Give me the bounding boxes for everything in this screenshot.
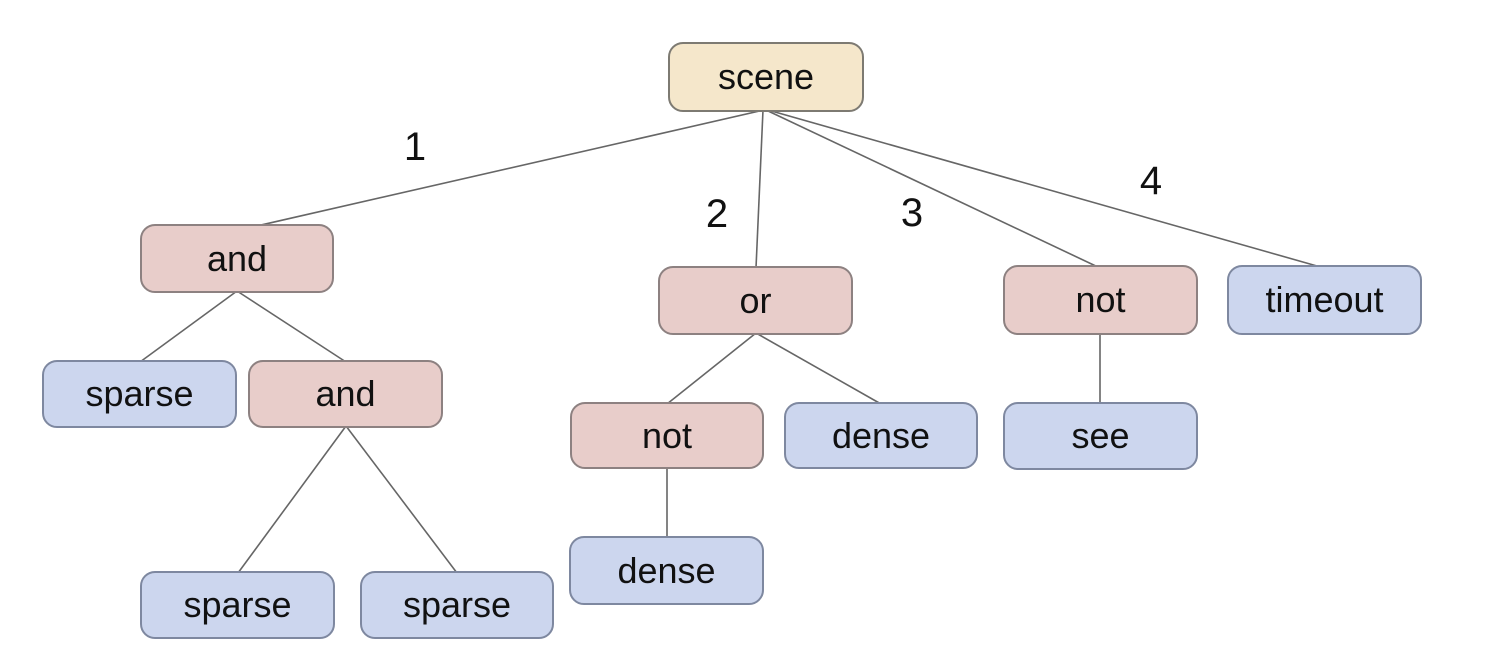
edge-and-2--sparse-2 bbox=[237, 425, 347, 574]
edge-or-1--not-2 bbox=[666, 332, 757, 405]
node-and-2: and bbox=[248, 360, 443, 428]
node-timeout: timeout bbox=[1227, 265, 1422, 335]
node-sparse-2: sparse bbox=[140, 571, 335, 639]
edge-and-2--sparse-3 bbox=[345, 425, 458, 574]
node-scene: scene bbox=[668, 42, 864, 112]
edge-label-2: 2 bbox=[705, 192, 729, 236]
edge-label-1: 1 bbox=[403, 125, 427, 169]
edge-or-1--dense-1 bbox=[755, 332, 882, 405]
edge-label-3: 3 bbox=[900, 191, 924, 235]
edge-scene--and-1 bbox=[247, 109, 765, 229]
node-and-1: and bbox=[140, 224, 334, 293]
node-dense-2: dense bbox=[569, 536, 764, 605]
edge-scene--not-1 bbox=[765, 109, 1101, 269]
node-sparse-1: sparse bbox=[42, 360, 237, 428]
edge-scene--timeout bbox=[767, 109, 1325, 269]
edge-and-1--and-2 bbox=[236, 290, 347, 363]
edge-and-1--sparse-1 bbox=[139, 290, 238, 363]
node-not-2: not bbox=[570, 402, 764, 469]
node-see: see bbox=[1003, 402, 1198, 470]
node-or-1: or bbox=[658, 266, 853, 335]
node-not-1: not bbox=[1003, 265, 1198, 335]
node-sparse-3: sparse bbox=[360, 571, 554, 639]
edge-scene--or-1 bbox=[755, 109, 764, 269]
node-dense-1: dense bbox=[784, 402, 978, 469]
edge-label-4: 4 bbox=[1139, 159, 1163, 203]
